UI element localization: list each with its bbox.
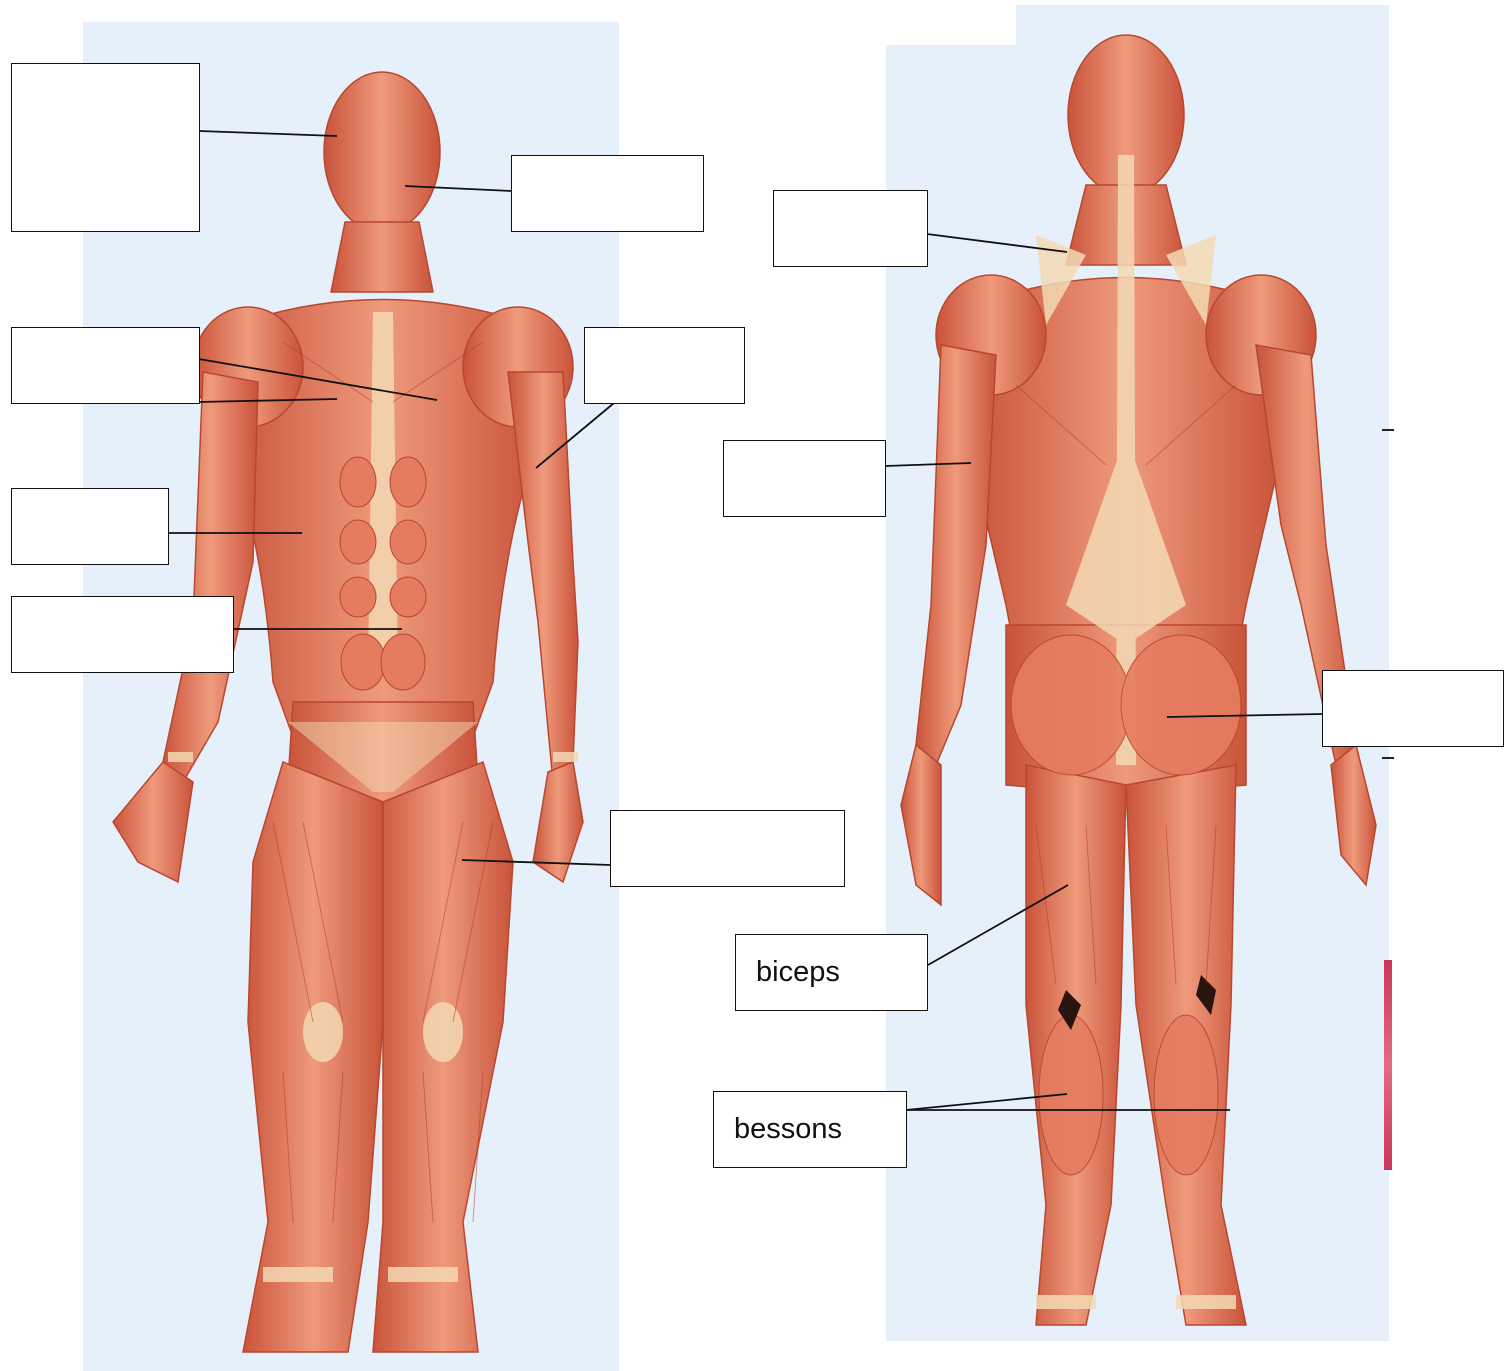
- label-box-face-upper[interactable]: [11, 63, 200, 232]
- label-box-abdomen[interactable]: [11, 596, 234, 673]
- label-box-face-cheek[interactable]: [511, 155, 704, 232]
- label-box-arm-back[interactable]: [723, 440, 886, 517]
- edge-tick: [1382, 429, 1394, 431]
- label-box-buttock[interactable]: [1322, 670, 1504, 747]
- label-box-thigh-front[interactable]: [610, 810, 845, 887]
- label-box-chest[interactable]: [11, 327, 200, 404]
- image-edge-strip: [1384, 960, 1392, 1170]
- back-figure-panel: [886, 5, 1389, 1341]
- label-box-upper-arm-front[interactable]: [584, 327, 745, 404]
- posterior-muscle-figure-icon: [886, 5, 1389, 1341]
- label-box-neck-back[interactable]: [773, 190, 928, 267]
- label-box-thigh-back[interactable]: biceps: [735, 934, 928, 1011]
- label-box-side-abdomen[interactable]: [11, 488, 169, 565]
- edge-tick: [1382, 757, 1394, 759]
- label-box-calf[interactable]: bessons: [713, 1091, 907, 1168]
